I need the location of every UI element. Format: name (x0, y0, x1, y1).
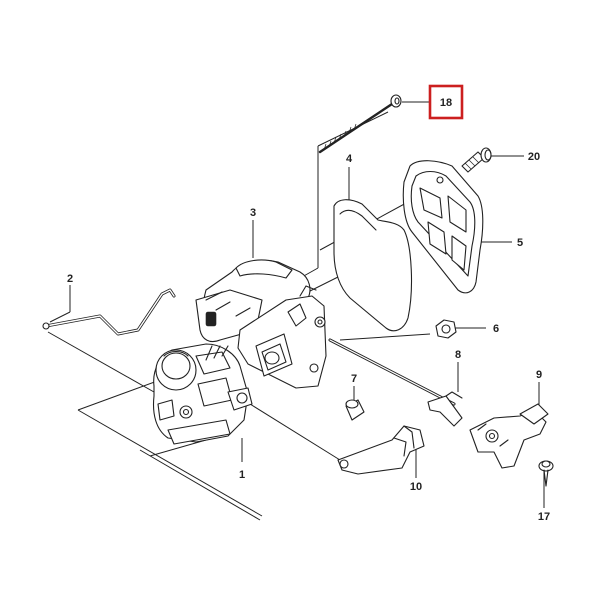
part-8-throttle-rod (328, 338, 463, 427)
callout-9: 9 (536, 369, 542, 381)
callout-1: 1 (239, 469, 245, 481)
part-10-lever (337, 425, 425, 475)
part-6-nut (435, 319, 457, 339)
part-18-bolt (318, 94, 402, 154)
part-7-bushing (345, 399, 365, 421)
callout-labels: 18 20 4 3 5 2 6 8 7 9 1 10 17 (67, 97, 550, 523)
callout-2: 2 (67, 273, 73, 285)
callout-6: 6 (493, 323, 499, 335)
callout-8: 8 (455, 349, 461, 361)
part-9-trigger (469, 403, 549, 469)
part-5-filter-frame (402, 160, 484, 294)
part-17-screw (538, 460, 554, 487)
part-3-housing (195, 259, 327, 389)
part-2-rod (42, 288, 176, 336)
part-1-carburetor (152, 343, 253, 445)
part-4-air-filter (333, 199, 413, 332)
callout-4: 4 (346, 153, 353, 165)
part-20-screw (461, 147, 492, 173)
callout-10: 10 (410, 481, 422, 493)
callout-3: 3 (250, 207, 256, 219)
callout-17: 17 (538, 511, 550, 523)
callout-7: 7 (351, 373, 357, 385)
callout-5: 5 (517, 237, 523, 249)
callout-18: 18 (440, 97, 452, 109)
highlight-box-18 (428, 84, 464, 120)
callout-20: 20 (528, 151, 540, 163)
